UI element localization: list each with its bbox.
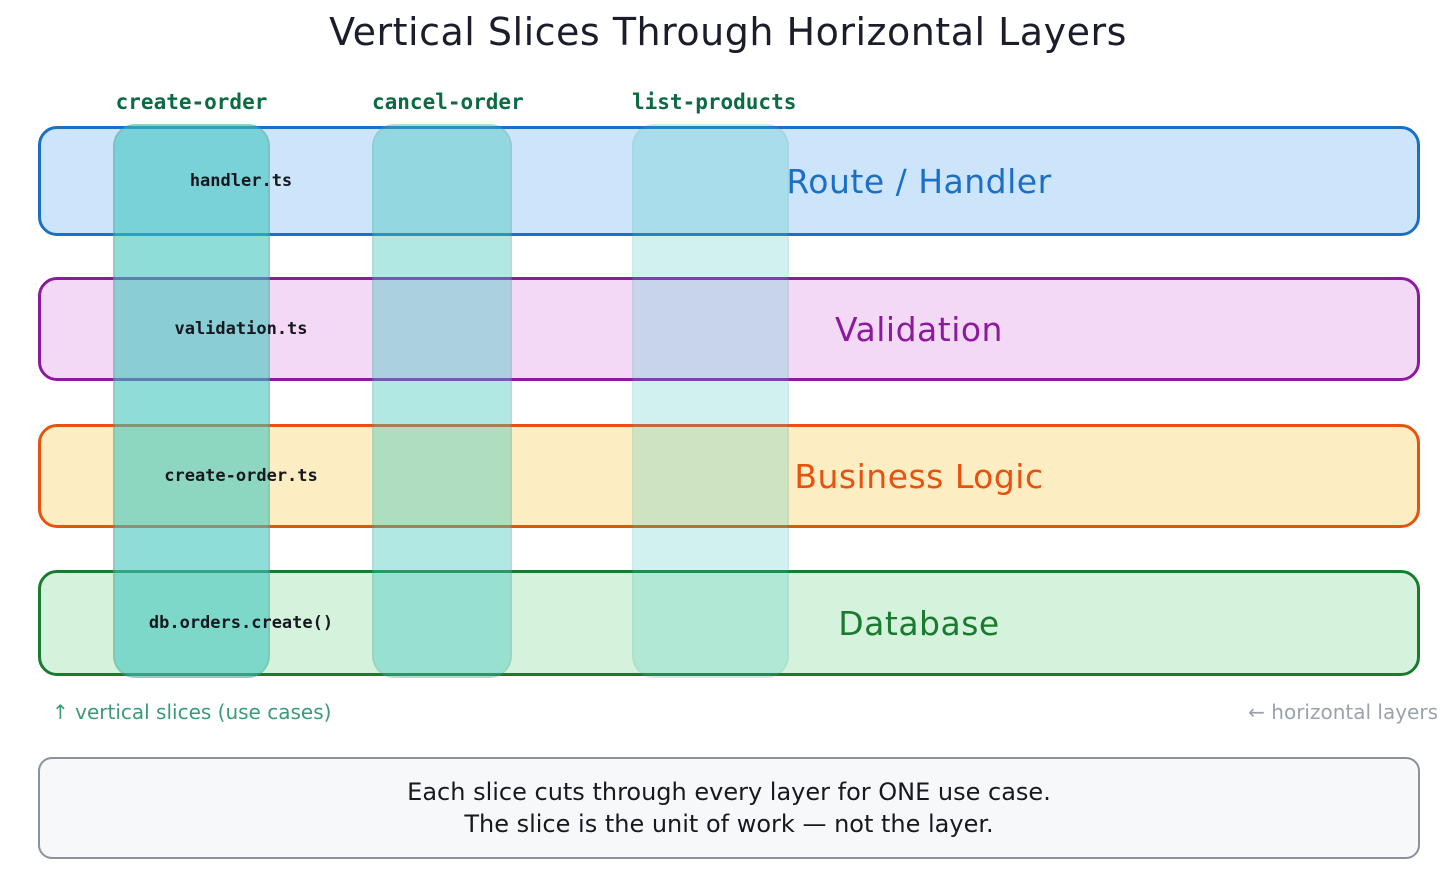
slice-label-list-products: list-products (632, 90, 797, 114)
annotation-horizontal-layers: ← horizontal layers (1248, 700, 1438, 724)
layer-row-business-logic[interactable]: create-order.ts Business Logic (38, 424, 1420, 528)
caption-line-2: The slice is the unit of work — not the … (464, 810, 994, 838)
layer-file-label: create-order.ts (164, 466, 318, 486)
layer-file-label: handler.ts (189, 171, 293, 191)
layer-file-label: db.orders.create() (148, 613, 334, 633)
layer-file-label: validation.ts (174, 319, 308, 339)
layer-row-validation[interactable]: validation.ts Validation (38, 277, 1420, 381)
caption-line-1: Each slice cuts through every layer for … (407, 778, 1051, 806)
layer-row-route-handler[interactable]: handler.ts Route / Handler (38, 126, 1420, 236)
layer-row-database[interactable]: db.orders.create() Database (38, 570, 1420, 676)
annotation-vertical-slices: ↑ vertical slices (use cases) (52, 700, 332, 724)
page-title: Vertical Slices Through Horizontal Layer… (329, 10, 1127, 54)
slice-label-create-order: create-order (115, 90, 268, 114)
caption-box: Each slice cuts through every layer for … (38, 757, 1420, 859)
slice-label-cancel-order: cancel-order (372, 90, 524, 114)
